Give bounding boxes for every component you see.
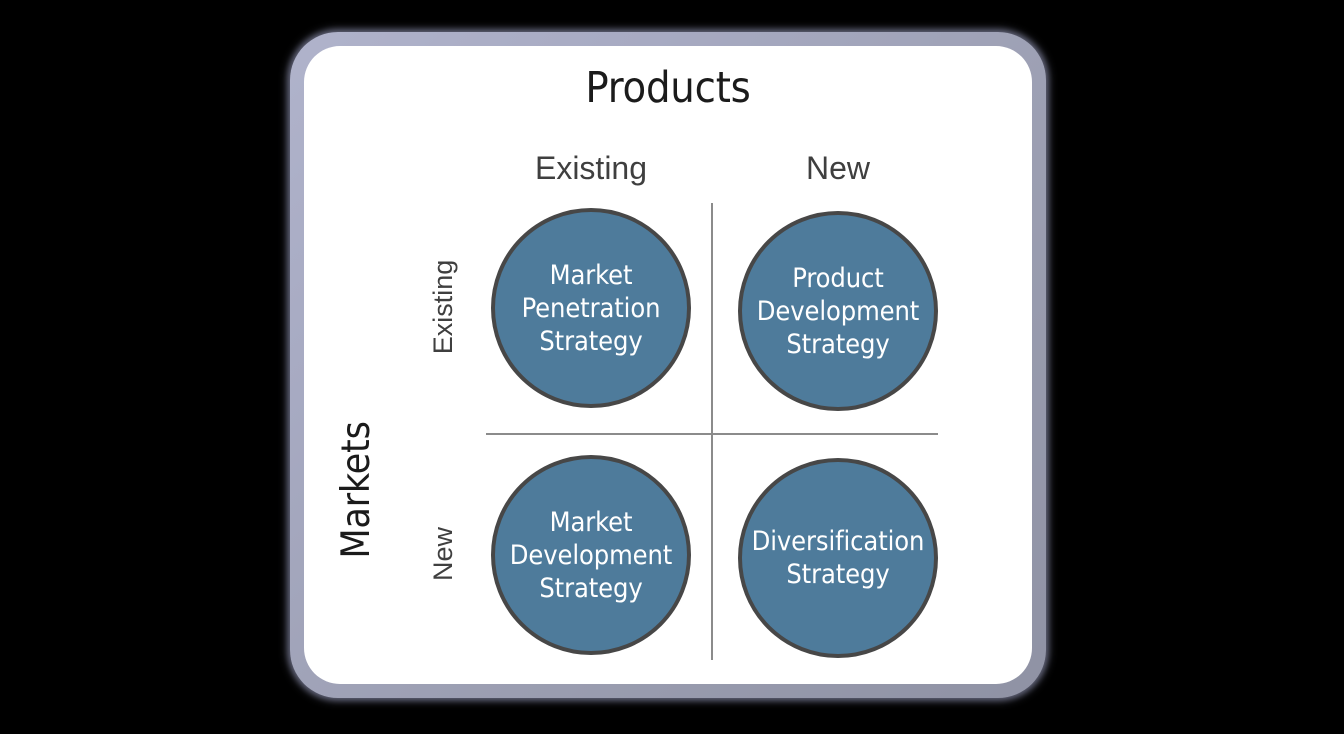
- quadrant-product-development[interactable]: Product Development Strategy: [738, 211, 938, 411]
- quadrant-market-development[interactable]: Market Development Strategy: [491, 455, 691, 655]
- column-header-new: New: [805, 150, 871, 186]
- quadrant-label: Market Development Strategy: [509, 506, 673, 604]
- vertical-divider-line: [711, 203, 713, 660]
- quadrant-label: Market Penetration Strategy: [521, 259, 661, 357]
- column-header-existing: Existing: [534, 150, 648, 186]
- quadrant-label: Product Development Strategy: [756, 262, 920, 360]
- quadrant-market-penetration[interactable]: Market Penetration Strategy: [491, 208, 691, 408]
- quadrant-diversification[interactable]: Diversification Strategy: [738, 458, 938, 658]
- row-header-existing: Existing: [428, 259, 458, 355]
- quadrant-label: Diversification Strategy: [751, 526, 925, 590]
- horizontal-divider-line: [486, 433, 938, 435]
- row-header-new: New: [428, 526, 458, 582]
- y-axis-title: Markets: [334, 421, 379, 559]
- x-axis-title: Products: [585, 63, 751, 113]
